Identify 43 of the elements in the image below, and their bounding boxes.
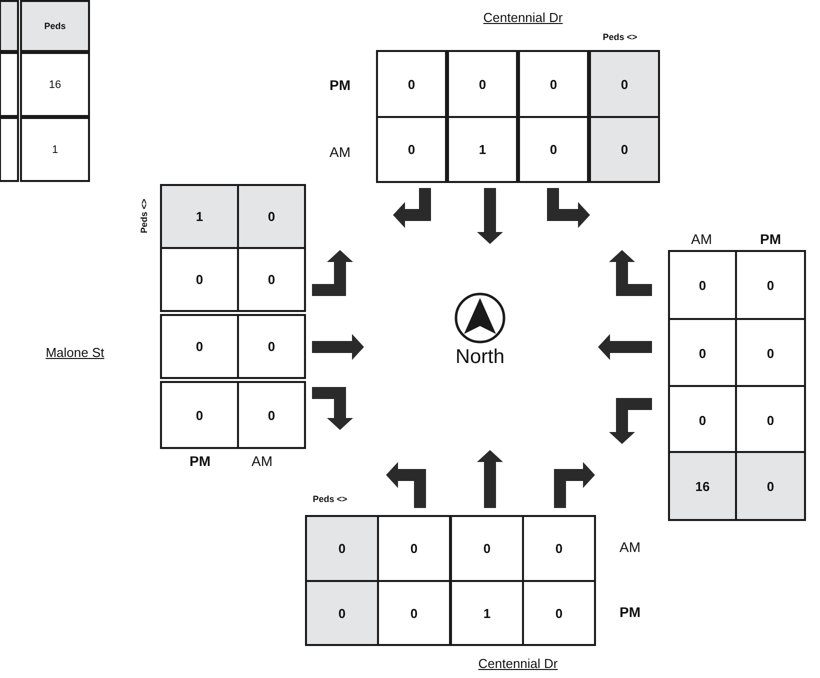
street-name: Centennial Dr <box>477 654 559 672</box>
table-cell: 0 <box>237 381 306 449</box>
period-label: PM <box>759 230 782 249</box>
table-cell: 0 <box>237 314 306 379</box>
table-cell: 1 <box>447 116 518 183</box>
period-label: AM <box>690 230 713 249</box>
period-label: AM <box>618 538 642 557</box>
table-cell: 0 <box>305 580 379 646</box>
table-cell: 0 <box>589 50 660 118</box>
table-cell: 0 <box>589 116 660 183</box>
north-label: North <box>454 344 506 370</box>
street-name: Centennial Dr <box>482 8 564 26</box>
table-cell: 0 <box>450 515 524 582</box>
peds-header: Peds <> <box>602 31 638 44</box>
table-cell: 0 <box>237 247 306 312</box>
table-cell: 0 <box>447 50 518 118</box>
table-cell: 0 <box>376 116 447 183</box>
period-label: AM <box>250 452 274 471</box>
table-cell: 0 <box>735 451 806 521</box>
table-cell: 0 <box>160 314 239 379</box>
table-cell: 0 <box>305 515 379 582</box>
table-cell: 0 <box>377 515 451 582</box>
table-cell: 1 <box>450 580 524 646</box>
table-cell: 16 <box>668 451 737 521</box>
street-name: Malone St <box>44 344 106 362</box>
table-cell: 0 <box>377 580 451 646</box>
period-label: PM <box>618 603 642 622</box>
period-label: PM <box>328 76 352 95</box>
table-cell: 0 <box>522 580 596 646</box>
table-cell: 0 <box>376 50 447 118</box>
table-cell: 0 <box>668 250 737 320</box>
period-label: PM <box>188 452 212 471</box>
table-cell: 0 <box>522 515 596 582</box>
table-cell: 0 <box>160 381 239 449</box>
table-cell: 0 <box>518 50 589 118</box>
peds-header: Peds <> <box>138 198 150 236</box>
table-cell: 1 <box>160 184 239 249</box>
table-cell: 0 <box>735 250 806 320</box>
table-cell: 0 <box>160 247 239 312</box>
period-label: AM <box>328 143 352 162</box>
peds-header: Peds <> <box>312 493 348 506</box>
table-cell: 0 <box>518 116 589 183</box>
table-cell: 0 <box>237 184 306 249</box>
